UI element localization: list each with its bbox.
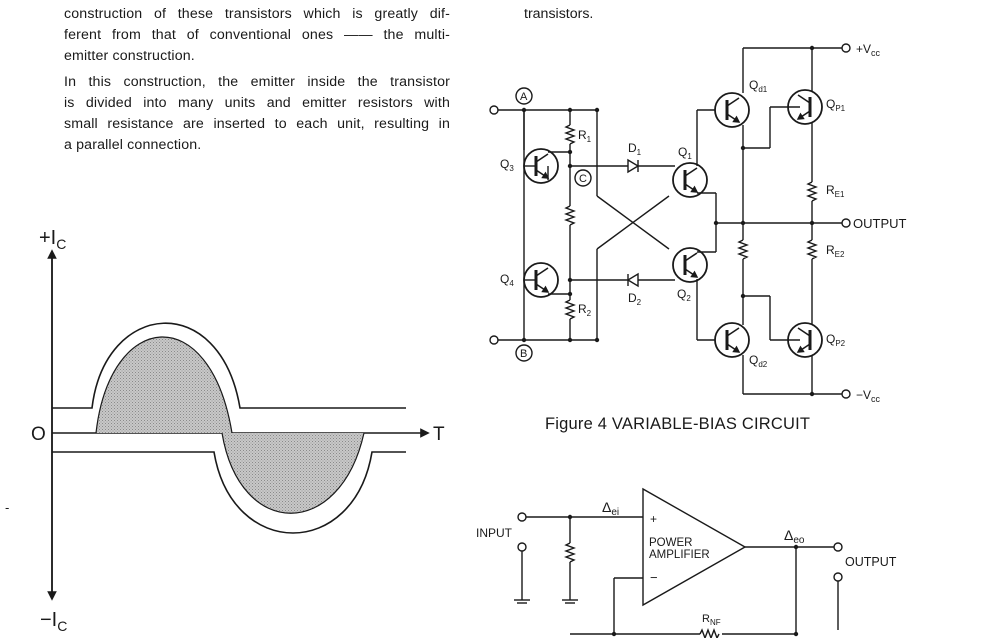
right-column-text: transistors. <box>524 6 594 22</box>
qp1-label: QP1 <box>826 97 846 113</box>
input-resistor <box>564 542 576 563</box>
diode-d1 <box>627 158 640 174</box>
text-line: construction of these transistors which … <box>64 6 450 22</box>
plus-input-label: + <box>650 512 657 526</box>
q2-label: Q2 <box>677 287 691 303</box>
input-label: INPUT <box>476 526 513 540</box>
re2-label: RE2 <box>826 243 845 259</box>
amplifier-title-line2: AMPLIFIER <box>649 549 710 561</box>
r1-label: R1 <box>578 128 592 144</box>
figure4-labels: A B C +Vcc −Vcc OUTPUT Q3 Q4 R1 R2 D1 D2… <box>500 42 907 404</box>
amp-output-label: OUTPUT <box>845 555 897 569</box>
r2-label: R2 <box>578 302 592 318</box>
vcc-positive-label: +Vcc <box>856 42 881 58</box>
text-line: In this construction, the emitter inside… <box>64 74 450 90</box>
d2-label: D2 <box>628 291 642 307</box>
amplifier-title-line1: POWER <box>649 537 692 549</box>
node-a-label: A <box>520 91 528 103</box>
qd2-label: Qd2 <box>749 353 768 369</box>
positive-half-wave <box>96 336 232 433</box>
negative-half-wave <box>222 433 364 514</box>
origin-label: O <box>31 424 46 445</box>
paragraph-emitter-division: In this construction, the emitter inside… <box>64 72 450 156</box>
x-axis-label: T <box>433 424 445 445</box>
rnf-label: RNF <box>702 613 721 627</box>
transistor-q1 <box>671 161 709 199</box>
resistor-re2 <box>806 239 818 260</box>
y-positive-label: +IC <box>39 227 66 252</box>
resistor-r1 <box>564 124 576 145</box>
delta-eo-label: Δeo <box>784 527 805 546</box>
qd1-label: Qd1 <box>749 78 768 94</box>
paragraph-multi-emitter-intro: construction of these transistors which … <box>64 4 450 67</box>
figure4-caption: Figure 4 VARIABLE-BIAS CIRCUIT <box>545 415 811 433</box>
transistor-qd1 <box>713 91 751 129</box>
re1-label: RE1 <box>826 183 845 199</box>
resistor-mid <box>564 205 576 226</box>
y-negative-label: −IC <box>40 609 67 634</box>
power-amplifier-block <box>642 487 747 607</box>
resistor-bias <box>737 239 749 260</box>
amplifier-labels: INPUT OUTPUT Δei Δeo + − POWER AMPLIFIER… <box>476 499 897 627</box>
q3-label: Q3 <box>500 157 514 173</box>
resistor-r2 <box>564 299 576 320</box>
waveform-figure <box>47 249 430 601</box>
resistor-re1 <box>806 181 818 202</box>
text-line: ferent from that of conventional ones ——… <box>64 27 450 43</box>
vcc-negative-label: −Vcc <box>856 388 881 404</box>
stray-mark: - <box>5 500 10 515</box>
transistor-q2 <box>671 246 709 284</box>
feedback-resistor <box>699 628 720 638</box>
d1-label: D1 <box>628 141 642 157</box>
diode-d2 <box>626 272 639 288</box>
node-b-label: B <box>520 348 527 360</box>
text-line: emitter construction. <box>64 48 195 64</box>
text-line: is divided into many units and emitter r… <box>64 95 450 111</box>
delta-ei-label: Δei <box>602 499 619 518</box>
transistor-qd2 <box>713 321 751 359</box>
q1-label: Q1 <box>678 145 692 161</box>
figure4-circuit <box>489 43 851 399</box>
output-label: OUTPUT <box>853 216 907 231</box>
node-c-label: C <box>579 173 587 185</box>
minus-input-label: − <box>650 570 658 585</box>
qp2-label: QP2 <box>826 332 846 348</box>
q4-label: Q4 <box>500 272 514 288</box>
amplifier-figure <box>514 487 843 638</box>
text-line: small resistance are inserted to each un… <box>64 116 450 132</box>
text-line: a parallel connection. <box>64 137 202 153</box>
